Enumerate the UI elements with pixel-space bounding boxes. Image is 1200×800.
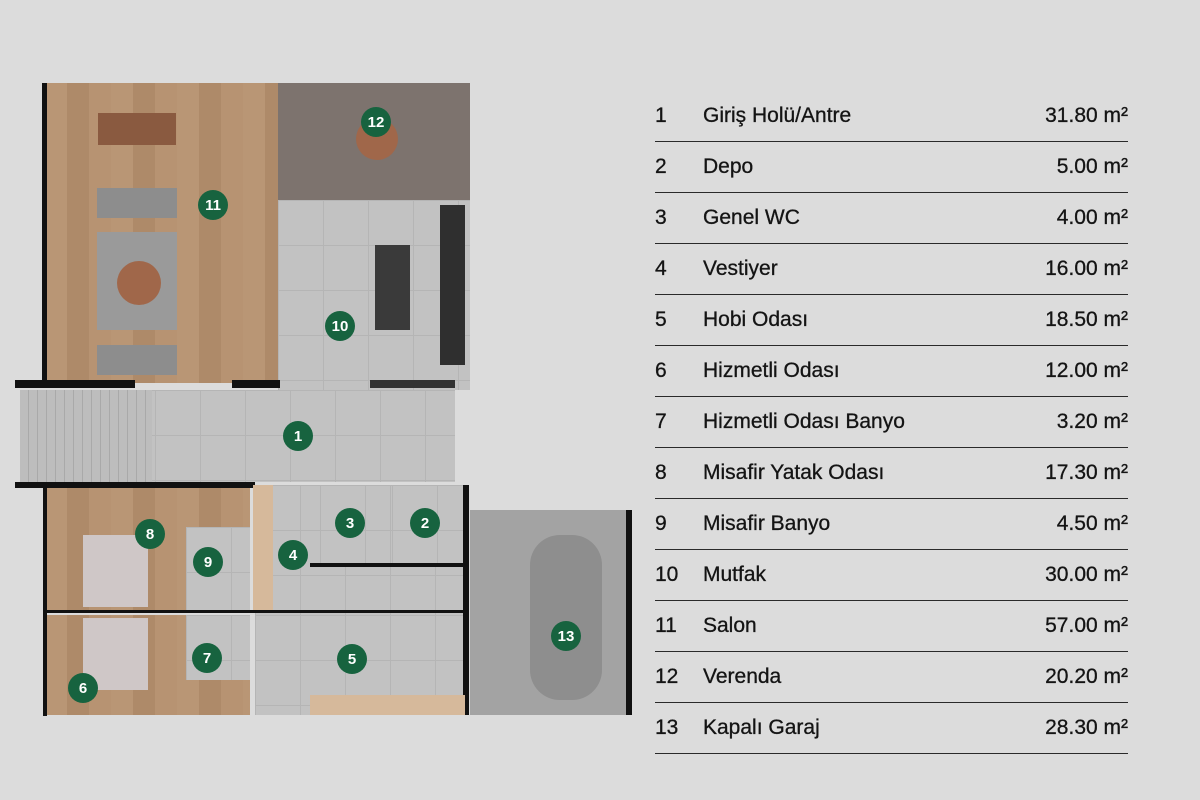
room-num: 2: [655, 155, 667, 178]
room-row: 12 Verenda 20.20 m²: [655, 652, 1128, 703]
room-row: 13 Kapalı Garaj 28.30 m²: [655, 703, 1128, 754]
room-num: 12: [655, 665, 679, 688]
sofa: [97, 345, 177, 375]
room-marker-2: 2: [410, 508, 440, 538]
room-num: 5: [655, 308, 667, 331]
room-name: Depo: [703, 155, 754, 178]
room-name: Misafir Banyo: [703, 512, 831, 535]
coffee-table: [117, 261, 161, 305]
room-row: 5 Hobi Odası 18.50 m²: [655, 295, 1128, 346]
room-row: 2 Depo 5.00 m²: [655, 142, 1128, 193]
room-area: 12.00 m²: [1045, 359, 1128, 382]
room-name: Giriş Holü/Antre: [703, 103, 852, 127]
sofa: [97, 188, 177, 218]
room-area: 30.00 m²: [1045, 563, 1128, 586]
room-row: 6 Hizmetli Odası 12.00 m²: [655, 346, 1128, 397]
room-row: 7 Hizmetli Odası Banyo 3.20 m²: [655, 397, 1128, 448]
room-num: 6: [655, 359, 667, 382]
room-name: Salon: [703, 614, 757, 637]
room-name: Genel WC: [703, 206, 800, 229]
car: [530, 535, 602, 700]
wall: [463, 485, 469, 715]
wall: [15, 380, 135, 388]
room-area: 18.50 m²: [1045, 308, 1128, 331]
bed: [83, 535, 148, 607]
wall: [45, 610, 465, 613]
room-num: 11: [655, 614, 677, 637]
room-num: 10: [655, 563, 679, 586]
room-marker-3: 3: [335, 508, 365, 538]
room-area: 5.00 m²: [1056, 155, 1129, 178]
room-marker-1: 1: [283, 421, 313, 451]
room-name: Misafir Yatak Odası: [703, 461, 885, 484]
room-area-table: 1 Giriş Holü/Antre 31.80 m² 2 Depo 5.00 m² 3 Ge…: [655, 90, 1128, 754]
room-marker-9: 9: [193, 547, 223, 577]
room-num: 13: [655, 716, 679, 739]
stairs: [20, 390, 152, 482]
dining-table: [98, 113, 176, 145]
room-num: 1: [655, 103, 667, 127]
room-marker-8: 8: [135, 519, 165, 549]
wardrobe: [253, 485, 273, 610]
room-num: 3: [655, 206, 667, 229]
room-marker-10: 10: [325, 311, 355, 341]
room-marker-4: 4: [278, 540, 308, 570]
room-marker-11: 11: [198, 190, 228, 220]
room-name: Hizmetli Odası Banyo: [703, 410, 905, 433]
counter: [310, 695, 465, 715]
room-marker-12: 12: [361, 107, 391, 137]
room-marker-5: 5: [337, 644, 367, 674]
room-area: 4.50 m²: [1056, 512, 1129, 535]
wall: [370, 380, 455, 388]
room-area: 28.30 m²: [1045, 716, 1128, 739]
room-name: Kapalı Garaj: [703, 716, 820, 739]
wall: [232, 380, 280, 388]
room-area: 17.30 m²: [1045, 461, 1128, 484]
wall: [43, 488, 47, 716]
room-area: 31.80 m²: [1045, 103, 1128, 127]
room-row: 3 Genel WC 4.00 m²: [655, 193, 1128, 244]
room-area: 20.20 m²: [1045, 665, 1128, 688]
room-area: 16.00 m²: [1045, 257, 1128, 280]
room-name: Mutfak: [703, 563, 767, 586]
room-mutfak: [278, 200, 470, 390]
wall: [310, 563, 465, 567]
wall: [626, 510, 632, 715]
room-row: 8 Misafir Yatak Odası 17.30 m²: [655, 448, 1128, 499]
room-num: 4: [655, 257, 667, 280]
kitchen-island: [375, 245, 410, 330]
room-marker-13: 13: [551, 621, 581, 651]
room-marker-7: 7: [192, 643, 222, 673]
room-row: 11 Salon 57.00 m²: [655, 601, 1128, 652]
room-area: 3.20 m²: [1056, 410, 1129, 433]
room-num: 8: [655, 461, 667, 484]
room-name: Hobi Odası: [703, 308, 809, 331]
room-num: 9: [655, 512, 667, 535]
room-name: Verenda: [703, 665, 782, 688]
room-row: 4 Vestiyer 16.00 m²: [655, 244, 1128, 295]
room-num: 7: [655, 410, 667, 433]
room-marker-6: 6: [68, 673, 98, 703]
kitchen-counter: [440, 205, 465, 365]
room-name: Hizmetli Odası: [703, 359, 840, 382]
room-row: 10 Mutfak 30.00 m²: [655, 550, 1128, 601]
wall: [15, 482, 255, 488]
room-row: 9 Misafir Banyo 4.50 m²: [655, 499, 1128, 550]
wall: [42, 83, 47, 383]
room-area: 57.00 m²: [1045, 614, 1128, 637]
room-row: 1 Giriş Holü/Antre 31.80 m²: [655, 90, 1128, 142]
room-name: Vestiyer: [703, 257, 778, 280]
room-area: 4.00 m²: [1056, 206, 1129, 229]
